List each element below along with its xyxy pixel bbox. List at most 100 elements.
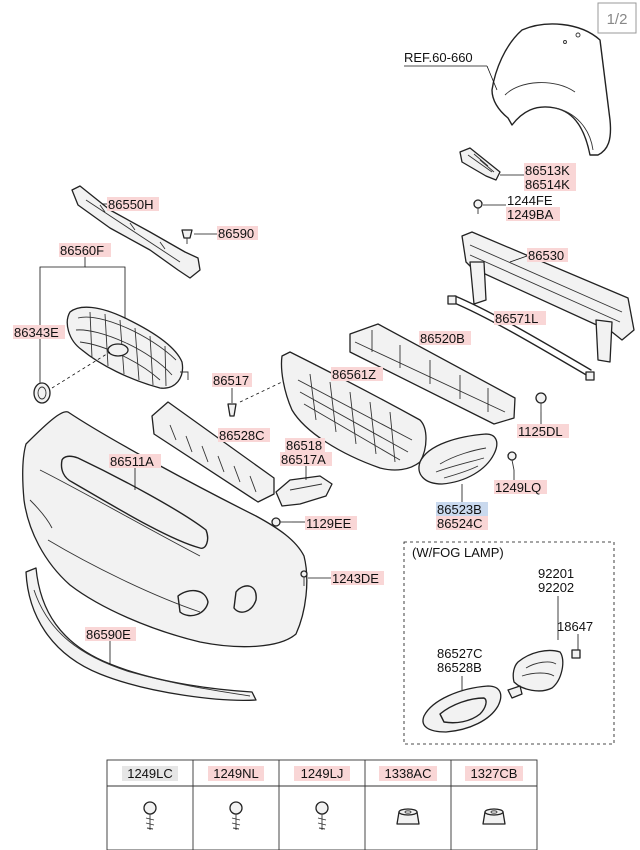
callout-1125dl[interactable]: 1125DL [517,424,569,439]
fog-lamp-part [507,649,581,699]
svg-text:86343E: 86343E [14,325,59,340]
svg-text:92201: 92201 [538,566,574,581]
side-mount-bracket-part [275,475,333,507]
callout-1249ba[interactable]: 1249BA [506,207,560,222]
callout-92201[interactable]: 92201 [538,566,574,581]
callout-86550h[interactable]: 86550H [107,197,159,212]
screw-icon [229,801,243,830]
svg-text:86514K: 86514K [525,177,570,192]
callout-92202[interactable]: 92202 [538,580,574,595]
callout-18647[interactable]: 18647 [557,619,593,634]
svg-text:92202: 92202 [538,580,574,595]
svg-text:86528B: 86528B [437,660,482,675]
bolt-1244fe-part [473,199,483,214]
clip-86590-part [181,229,193,244]
fastener-cell-1249lc[interactable]: 1249LC [122,766,178,830]
screw-1243de-part [300,570,308,586]
svg-text:86590E: 86590E [86,627,131,642]
callout-86518[interactable]: 86518 [285,438,325,453]
callout-86561z[interactable]: 86561Z [331,367,383,382]
bumper-cover-part [22,411,308,648]
svg-text:86524C: 86524C [437,516,483,531]
callout-86514k[interactable]: 86514K [524,177,576,192]
callout-1244fe[interactable]: 1244FE [507,193,553,208]
nut-icon [482,808,506,825]
callout-86560f[interactable]: 86560F [59,243,111,258]
svg-text:86513K: 86513K [525,163,570,178]
svg-text:86523B: 86523B [437,502,482,517]
fog-lamp-box-title: (W/FOG LAMP) [412,545,504,560]
callout-86530[interactable]: 86530 [527,248,568,263]
svg-text:1249BA: 1249BA [507,207,554,222]
callout-1129ee[interactable]: 1129EE [305,516,357,531]
fastener-table [106,759,538,850]
reinforcement-beam-part [461,231,635,363]
lower-grille-part [280,351,427,471]
callout-86528b[interactable]: 86528B [437,660,482,675]
screw-icon [143,801,157,830]
fender-ref-part [491,23,612,156]
bolt-1125dl-part [535,392,547,412]
bolt-1249lq-part [507,451,517,471]
svg-text:86530: 86530 [528,248,564,263]
radiator-grille-part [66,306,189,389]
bumper-bracket-part [151,401,275,503]
fastener-cell-1338ac[interactable]: 1338AC [379,766,437,825]
ref-label[interactable]: REF.60-660 [404,50,498,91]
svg-text:86550H: 86550H [108,197,154,212]
svg-text:1129EE: 1129EE [306,516,352,531]
svg-text:86590: 86590 [218,226,254,241]
callout-86523b[interactable]: 86523B [436,502,488,517]
callout-1249lq[interactable]: 1249LQ [494,480,547,495]
svg-text:86560F: 86560F [60,243,104,258]
callout-86590[interactable]: 86590 [217,226,258,241]
callout-86520b[interactable]: 86520B [419,331,471,346]
side-bracket-part [459,147,501,181]
page-indicator[interactable]: 1/2 [597,2,637,34]
fog-bezel-part [422,685,502,733]
screw-icon [315,801,329,830]
molding-strip-part [447,295,595,381]
callout-86524c[interactable]: 86524C [436,516,488,531]
svg-text:1327CB: 1327CB [471,766,518,781]
callout-86528c[interactable]: 86528C [218,428,270,443]
svg-text:1249LQ: 1249LQ [495,480,541,495]
fastener-cell-1327cb[interactable]: 1327CB [465,766,523,825]
svg-text:86520B: 86520B [420,331,465,346]
callout-86571l[interactable]: 86571L [494,311,546,326]
lower-lip-part [25,567,257,701]
svg-text:86517A: 86517A [281,452,326,467]
page-indicator-text: 1/2 [607,11,628,28]
bolt-1129ee-part [271,517,292,527]
svg-text:1249LC: 1249LC [127,766,173,781]
svg-text:86571L: 86571L [495,311,538,326]
svg-text:1243DE: 1243DE [332,571,379,586]
callout-86511a[interactable]: 86511A [109,454,161,469]
ref-label-text: REF.60-660 [404,50,473,65]
fastener-cell-1249nl[interactable]: 1249NL [208,766,264,830]
callout-86590e[interactable]: 86590E [85,627,136,642]
clip-86517-part [227,403,237,417]
callout-86517[interactable]: 86517 [212,373,252,388]
svg-text:86528C: 86528C [219,428,265,443]
svg-text:1244FE: 1244FE [507,193,553,208]
svg-text:86511A: 86511A [110,454,154,469]
nut-icon [396,808,420,825]
callout-1243de[interactable]: 1243DE [331,571,384,586]
svg-text:86517: 86517 [213,373,249,388]
callout-86343e[interactable]: 86343E [13,325,65,340]
callout-86527c[interactable]: 86527C [437,646,483,661]
svg-text:86527C: 86527C [437,646,483,661]
svg-text:1249LJ: 1249LJ [301,766,344,781]
fastener-cell-1249lj[interactable]: 1249LJ [294,766,350,830]
svg-text:18647: 18647 [557,619,593,634]
callout-86517a[interactable]: 86517A [280,452,332,467]
svg-text:1338AC: 1338AC [385,766,432,781]
fog-lamp-box: (W/FOG LAMP) [403,541,615,745]
energy-absorber-part [349,323,516,425]
svg-text:86518: 86518 [286,438,322,453]
callout-86513k[interactable]: 86513K [524,163,576,178]
emblem-part [33,382,51,404]
svg-text:1249NL: 1249NL [213,766,259,781]
